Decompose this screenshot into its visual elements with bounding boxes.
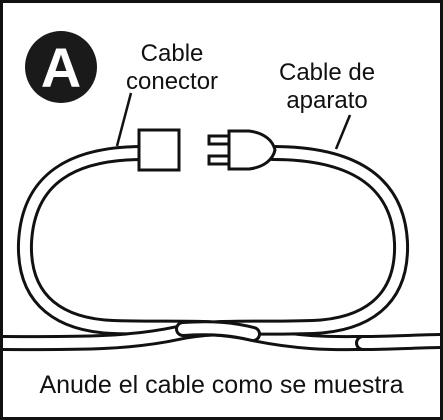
connector-cable-label: Cable conector	[126, 40, 218, 96]
connector-leader-line	[115, 92, 133, 147]
connector-socket-icon	[137, 128, 181, 172]
appliance-cord	[3, 145, 410, 352]
appliance-label-line2: aparato	[286, 87, 368, 114]
cord-knot-icon	[175, 320, 440, 351]
plug-icon	[207, 129, 277, 171]
appliance-cable-label: Cable de aparato	[279, 59, 375, 115]
step-badge: A	[25, 31, 97, 103]
appliance-leader-line	[334, 114, 352, 150]
cord-illustration	[3, 92, 440, 352]
appliance-label-line1: Cable de	[279, 59, 376, 86]
instruction-caption: Anude el cable como se muestra	[39, 371, 404, 399]
connector-label-line1: Cable	[140, 40, 204, 67]
step-letter: A	[40, 35, 82, 99]
connector-cord	[16, 145, 371, 352]
connector-label-line2: conector	[126, 68, 219, 95]
